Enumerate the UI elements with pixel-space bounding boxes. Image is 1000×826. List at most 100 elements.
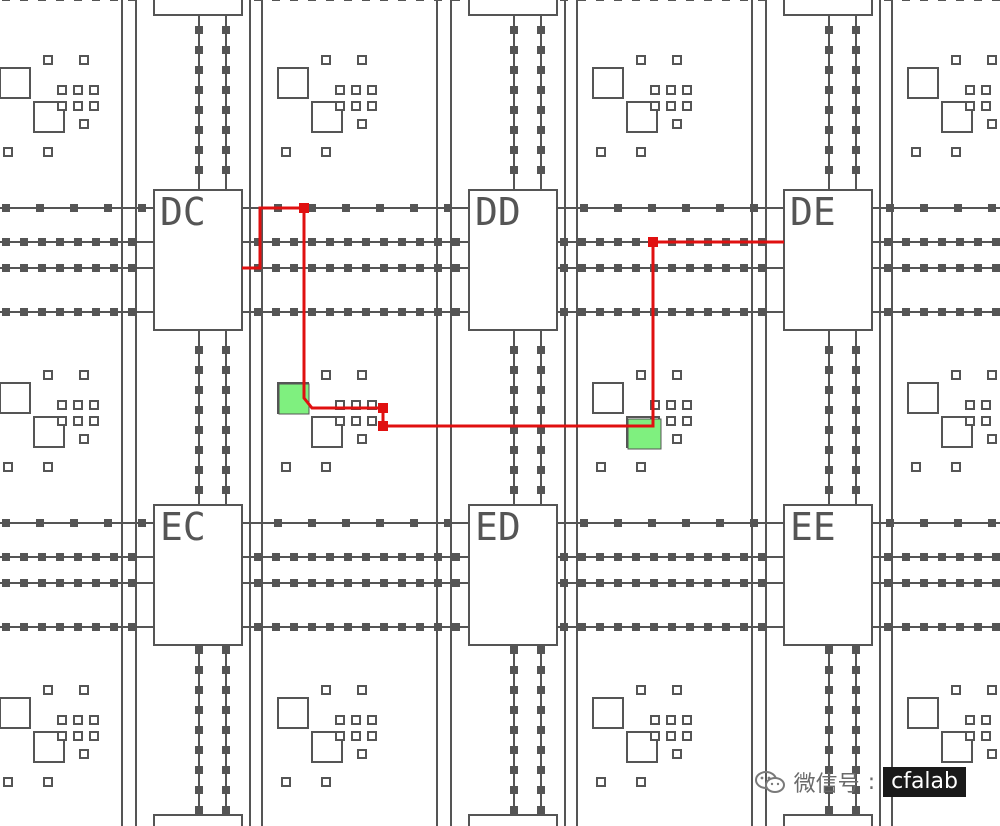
pip — [682, 519, 690, 527]
pip — [920, 553, 928, 561]
pip — [326, 238, 334, 246]
pip — [938, 623, 946, 631]
pip — [974, 238, 982, 246]
pip — [344, 238, 352, 246]
config-bit — [73, 715, 83, 725]
pip — [195, 386, 203, 394]
clb-DE[interactable]: DE — [783, 189, 873, 331]
config-bit — [335, 85, 345, 95]
pip — [884, 264, 892, 272]
pip — [537, 146, 545, 154]
pip — [272, 0, 280, 1]
pip — [722, 623, 730, 631]
config-bit — [987, 434, 997, 444]
pip — [138, 519, 146, 527]
pip — [852, 806, 860, 814]
pip — [974, 264, 982, 272]
pip — [128, 579, 136, 587]
highlighted-switch-box[interactable] — [627, 418, 662, 450]
pip — [596, 553, 604, 561]
pip — [510, 786, 518, 794]
pip — [852, 786, 860, 794]
pip — [510, 466, 518, 474]
config-bit — [57, 715, 67, 725]
pip — [38, 0, 46, 1]
pip — [452, 308, 460, 316]
pip — [274, 519, 282, 527]
switch-box — [33, 101, 65, 133]
pip — [614, 308, 622, 316]
pip — [128, 0, 136, 1]
pip — [632, 0, 640, 1]
config-bit — [987, 370, 997, 380]
pip — [2, 623, 10, 631]
pip — [222, 426, 230, 434]
config-bit — [321, 685, 331, 695]
pip — [222, 366, 230, 374]
pip — [452, 623, 460, 631]
pip — [416, 264, 424, 272]
pip — [290, 238, 298, 246]
pip — [632, 264, 640, 272]
pip — [722, 553, 730, 561]
pip — [825, 126, 833, 134]
pip — [668, 623, 676, 631]
pip — [222, 46, 230, 54]
pip — [222, 766, 230, 774]
clb-label-EE: EE — [790, 505, 836, 549]
config-bit — [89, 101, 99, 111]
pip — [537, 166, 545, 174]
pip — [222, 466, 230, 474]
pip — [596, 579, 604, 587]
pip — [344, 579, 352, 587]
config-bit — [335, 416, 345, 426]
pip — [222, 346, 230, 354]
config-bit — [672, 685, 682, 695]
switch-box — [592, 382, 624, 414]
config-bit — [650, 101, 660, 111]
pip — [722, 579, 730, 587]
pip — [380, 553, 388, 561]
pip — [195, 86, 203, 94]
pip — [537, 786, 545, 794]
config-bit — [672, 434, 682, 444]
config-bit — [89, 400, 99, 410]
clb-partial-bottom — [153, 814, 243, 826]
pip — [614, 519, 622, 527]
clb-EE[interactable]: EE — [783, 504, 873, 646]
config-bit — [965, 416, 975, 426]
pip — [510, 726, 518, 734]
pip — [537, 766, 545, 774]
pip — [222, 166, 230, 174]
pip — [668, 579, 676, 587]
config-bit — [3, 462, 13, 472]
config-bit — [951, 462, 961, 472]
pip — [537, 366, 545, 374]
pip — [596, 623, 604, 631]
clb-EC[interactable]: EC — [153, 504, 243, 646]
clb-DD[interactable]: DD — [468, 189, 558, 331]
pip — [398, 264, 406, 272]
pip — [758, 264, 766, 272]
pip — [614, 264, 622, 272]
config-bit — [981, 731, 991, 741]
pip — [254, 579, 262, 587]
pip — [992, 579, 1000, 587]
pip — [668, 553, 676, 561]
pip — [195, 166, 203, 174]
pip — [74, 623, 82, 631]
pip — [825, 466, 833, 474]
pip — [825, 406, 833, 414]
clb-DC[interactable]: DC — [153, 189, 243, 331]
config-bit — [89, 85, 99, 95]
pip — [380, 0, 388, 1]
config-bit — [335, 731, 345, 741]
pip — [825, 706, 833, 714]
config-bit — [682, 85, 692, 95]
pip — [222, 106, 230, 114]
pip — [988, 519, 996, 527]
watermark-platform: 微信号 — [793, 772, 860, 797]
clb-ED[interactable]: ED — [468, 504, 558, 646]
config-bit — [73, 416, 83, 426]
